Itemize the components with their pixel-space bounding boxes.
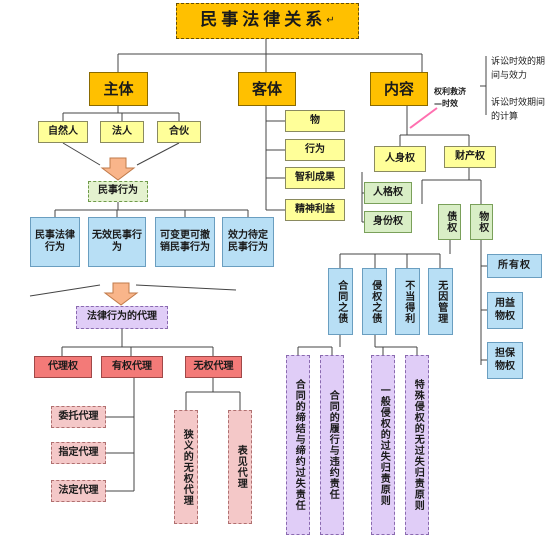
claim-source-label: 无因管理: [435, 279, 447, 324]
object-item: 智利成果: [285, 167, 345, 189]
content-node: 内容: [370, 72, 428, 106]
agency-type-label: 代理权: [48, 360, 78, 372]
unauthorized-agency-node: 表见代理: [228, 410, 252, 524]
real-right-type-label: 用益物权: [495, 298, 515, 322]
unauthorized-agency-node: 狭义的无权代理: [174, 410, 198, 524]
personal-rights-label: 人身权: [385, 152, 415, 164]
real-rights-label: 物权: [476, 211, 488, 233]
down-arrow-icon: [103, 282, 139, 306]
agency-type-label: 无权代理: [193, 360, 234, 372]
property-rights-node: 财产权: [444, 146, 496, 168]
liability-node: 特殊侵权的无过失归责原则: [405, 355, 429, 535]
claim-source-label: 不当得利: [402, 279, 414, 324]
title-mark: ↵: [326, 14, 335, 26]
subject-natural-person: 自然人: [38, 121, 88, 143]
act-type-node: 无效民事行为: [88, 217, 146, 267]
liability-label: 一般侵权的过失归责原则: [378, 384, 390, 506]
claim-source-label: 侵权之债: [369, 279, 381, 324]
title-node: 民事法律关系 ↵: [176, 3, 359, 39]
claim-source-node: 侵权之债: [362, 268, 387, 335]
object-item: 物: [285, 110, 345, 132]
property-rights-label: 财产权: [455, 150, 485, 162]
authorized-agency-node: 法定代理: [51, 480, 106, 502]
liability-label: 特殊侵权的无过失归责原则: [412, 379, 424, 511]
act-type-node: 民事法律行为: [30, 217, 80, 267]
subject-legal-person: 法人: [100, 121, 144, 143]
act-type-label: 效力待定民事行为: [228, 229, 268, 254]
personality-rights-node: 人格权: [364, 182, 412, 204]
object-node: 客体: [238, 72, 296, 106]
civil-act-node: 民事行为: [88, 181, 148, 202]
liability-node: 合同的缔结与缔约过失责任: [286, 355, 310, 535]
agency-type-node: 代理权: [34, 356, 92, 378]
limitation-note-text: 诉讼时效的期间与效力: [491, 57, 546, 81]
agency-type-node: 有权代理: [101, 356, 163, 378]
authorized-agency-label: 法定代理: [58, 484, 99, 496]
act-type-label: 民事法律行为: [35, 229, 75, 254]
subject-label: 自然人: [48, 125, 78, 137]
civil-act-label: 民事行为: [98, 185, 138, 197]
object-item: 行为: [285, 139, 345, 161]
remedy-note-text2: —时效: [434, 99, 458, 108]
authorized-agency-node: 指定代理: [51, 442, 106, 464]
subject-partnership: 合伙: [157, 121, 201, 143]
limitation-note-text: 诉讼时效期间的计算: [491, 98, 546, 122]
object-item-label: 精神利益: [295, 203, 335, 215]
real-right-type-label: 担保物权: [495, 348, 515, 372]
unauthorized-agency-label: 表见代理: [235, 445, 247, 489]
claim-rights-node: 债权: [438, 204, 461, 240]
remedy-note-text: 权利救济: [434, 87, 466, 96]
agency-type-label: 有权代理: [112, 360, 152, 372]
identity-rights-label: 身份权: [373, 215, 403, 227]
claim-source-node: 无因管理: [428, 268, 453, 335]
down-arrow-icon: [100, 157, 136, 181]
subject-label: 合伙: [169, 125, 189, 137]
authorized-agency-label: 指定代理: [58, 446, 99, 458]
subject-label: 法人: [112, 125, 132, 137]
real-right-type-label: 所有权: [498, 259, 531, 271]
personality-rights-label: 人格权: [373, 186, 403, 198]
liability-label: 合同的缔结与缔约过失责任: [293, 379, 305, 511]
agency-label: 法律行为的代理: [87, 311, 157, 323]
act-type-node: 可变更可撤销民事行为: [155, 217, 215, 267]
real-right-type-node: 所有权: [487, 254, 542, 278]
limitation-note: 诉讼时效的期间与效力: [491, 55, 553, 83]
claim-source-label: 合同之债: [335, 279, 347, 324]
remedy-note: 权利救济 —时效: [434, 86, 472, 110]
claim-rights-label: 债权: [444, 211, 456, 233]
limitation-note: 诉讼时效期间的计算: [491, 96, 553, 124]
personal-rights-node: 人身权: [374, 146, 426, 172]
liability-node: 一般侵权的过失归责原则: [371, 355, 395, 535]
object-item: 精神利益: [285, 199, 345, 221]
liability-label: 合同的履行与违约责任: [327, 390, 339, 500]
act-type-node: 效力待定民事行为: [222, 217, 274, 267]
unauthorized-agency-label: 狭义的无权代理: [181, 428, 193, 506]
real-right-type-node: 担保物权: [487, 342, 523, 379]
act-type-label: 可变更可撤销民事行为: [160, 229, 210, 254]
real-rights-node: 物权: [470, 204, 493, 240]
subject-node: 主体: [89, 72, 148, 106]
claim-source-node: 合同之债: [328, 268, 353, 335]
claim-source-node: 不当得利: [395, 268, 420, 335]
title-text: 民事法律关系: [200, 10, 327, 31]
agency-type-node: 无权代理: [185, 356, 242, 378]
object-item-label: 智利成果: [295, 171, 335, 183]
object-item-label: 物: [310, 114, 320, 126]
object-item-label: 行为: [305, 143, 325, 155]
real-right-type-node: 用益物权: [487, 292, 523, 329]
identity-rights-node: 身份权: [364, 211, 412, 233]
content-label: 内容: [383, 79, 414, 98]
liability-node: 合同的履行与违约责任: [320, 355, 344, 535]
act-type-label: 无效民事行为: [92, 229, 142, 254]
authorized-agency-label: 委托代理: [58, 410, 99, 422]
object-label: 客体: [251, 79, 282, 98]
authorized-agency-node: 委托代理: [51, 406, 106, 428]
subject-label: 主体: [103, 79, 134, 98]
agency-node: 法律行为的代理: [76, 306, 168, 329]
